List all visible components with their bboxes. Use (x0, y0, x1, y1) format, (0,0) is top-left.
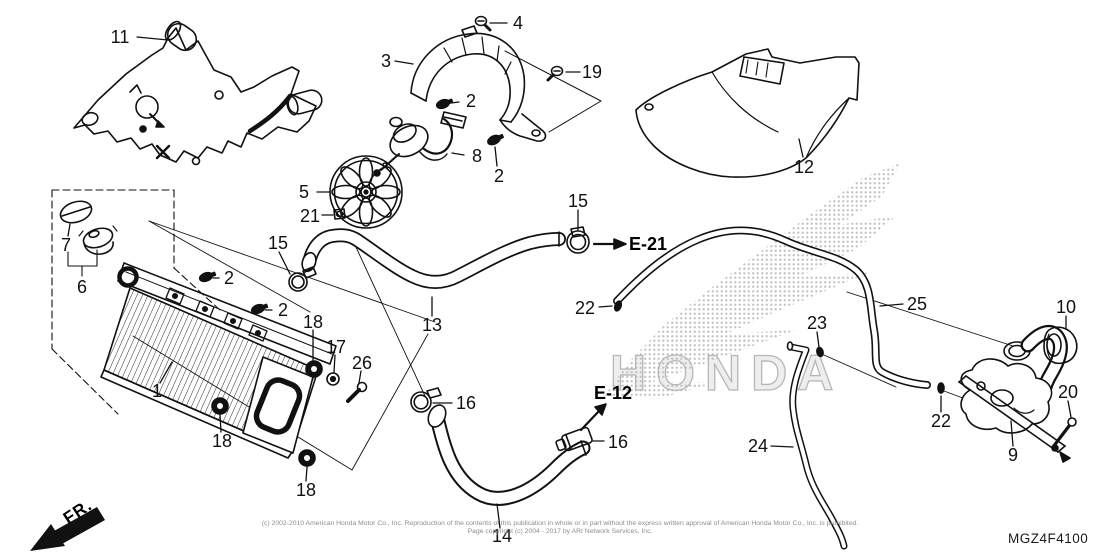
radiator (100, 262, 337, 459)
part-label-2-b: 2 (493, 166, 505, 186)
part-label-7: 7 (60, 235, 72, 255)
e12-arrow (579, 403, 607, 432)
e21-arrow (592, 238, 627, 250)
cooling-fan (329, 155, 403, 229)
part-label-9: 9 (1007, 445, 1019, 465)
part-label-2-d: 2 (277, 300, 289, 320)
hose-clip-22-right (937, 382, 945, 394)
hose-clip-22-left (613, 300, 623, 312)
hose-clip-23 (816, 346, 824, 358)
construction-lines (51, 189, 1014, 471)
part-label-18-b: 18 (211, 431, 233, 451)
tank-screw (1051, 417, 1077, 449)
radiator-cap (59, 200, 118, 277)
tank-cap (1043, 326, 1078, 365)
part-label-3: 3 (380, 51, 392, 71)
hose-clamp-15-right (566, 226, 590, 254)
hose-clamp-15-left (288, 266, 317, 292)
part-label-12: 12 (793, 157, 815, 177)
part-label-26: 26 (351, 353, 373, 373)
upper-radiator-hose (301, 228, 566, 289)
part-label-6: 6 (76, 277, 88, 297)
part-label-19: 19 (581, 62, 603, 82)
part-label-24: 24 (747, 436, 769, 456)
hose-clamp-16-right (555, 426, 593, 452)
radiator-mount-rubbers (211, 360, 368, 467)
part-label-13: 13 (421, 315, 443, 335)
part-label-18-c: 18 (295, 480, 317, 500)
air-guide-duct (635, 48, 860, 178)
part-label-10: 10 (1055, 297, 1077, 317)
part-label-2-a: 2 (465, 91, 477, 111)
ref-callout-e12: E-12 (593, 383, 633, 403)
part-label-17: 17 (325, 337, 347, 357)
ref-callout-e21: E-21 (628, 234, 668, 254)
part-label-18-a: 18 (302, 312, 324, 332)
front-direction-arrow (30, 507, 105, 551)
copyright-line-2: Page copyright (c) 2004 - 2017 by ARI Ne… (467, 528, 653, 535)
fan-shroud (410, 25, 602, 142)
overflow-hose (786, 341, 848, 550)
reserve-tank (958, 324, 1071, 463)
shroud-bolts (474, 15, 564, 82)
part-label-22-a: 22 (574, 298, 596, 318)
part-label-23: 23 (806, 313, 828, 333)
part-label-16-b: 16 (607, 432, 629, 452)
part-label-11: 11 (110, 27, 130, 47)
lower-radiator-hose (427, 404, 591, 506)
hose-clamp-16-left (410, 387, 442, 413)
part-label-15-a: 15 (267, 233, 289, 253)
part-label-14: 14 (491, 526, 513, 546)
part-label-22-b: 22 (930, 411, 952, 431)
part-label-5: 5 (298, 182, 310, 202)
fan-nut (333, 208, 346, 220)
trim-clips (198, 98, 505, 315)
part-label-20: 20 (1057, 382, 1079, 402)
part-label-15-b: 15 (567, 191, 589, 211)
part-label-1: 1 (151, 381, 163, 401)
part-label-25: 25 (906, 294, 928, 314)
siphon-hose (613, 226, 931, 389)
part-label-2-c: 2 (223, 268, 235, 288)
heat-guard-plate (73, 20, 323, 166)
part-label-16-a: 16 (455, 393, 477, 413)
part-label-8: 8 (471, 146, 483, 166)
fan-motor (373, 111, 467, 177)
part-label-4: 4 (512, 13, 524, 33)
copyright-line-1: (c) 2002-2010 American Honda Motor Co., … (261, 520, 859, 527)
part-label-21: 21 (299, 206, 321, 226)
drawing-code: MGZ4F4100 (1008, 531, 1089, 546)
leader-lines (67, 22, 1072, 529)
copyright-notice: (c) 2002-2010 American Honda Motor Co., … (255, 520, 865, 536)
